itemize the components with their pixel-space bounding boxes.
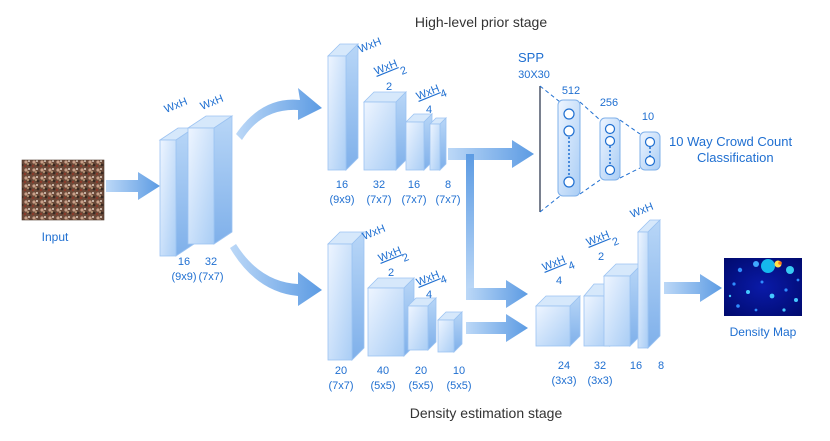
prior-conv-layer-4 (429, 117, 447, 171)
density-l1-channels: 20 (335, 365, 347, 377)
density-l4-channels: 10 (453, 365, 465, 377)
spp-size: 30X30 (518, 69, 550, 81)
shared-l1-channels: 16 (178, 256, 190, 268)
stage-title-bottom: Density estimation stage (410, 405, 563, 421)
prior-l2-kernel: (7x7) (366, 194, 391, 206)
fusion-l1-kernel: (3x3) (551, 375, 576, 387)
density-half-den: 2 (388, 267, 394, 279)
fc-connector-2 (579, 179, 601, 195)
fusion-half-den: 2 (598, 251, 604, 263)
arrow-prior-to-spp (448, 140, 534, 168)
density-l4-kernel: (5x5) (446, 380, 471, 392)
density-conv-layer-4 (437, 311, 463, 353)
fusion-quarter-num: WxH (541, 254, 568, 274)
fc-connector-1 (579, 101, 601, 121)
fusion-wxh: WxH (629, 201, 656, 221)
fusion-quarter-den2: 4 (567, 259, 577, 272)
density-quarter-den: 4 (426, 289, 432, 301)
shared-conv-layer-2 (186, 115, 234, 245)
fc1-label: 512 (562, 85, 580, 97)
fc2-label: 256 (600, 97, 618, 109)
density-quarter-den2: 4 (439, 273, 449, 286)
density-wxh: WxH (361, 223, 388, 243)
fc-connector-4 (619, 167, 641, 179)
classification-line-1: 10 Way Crowd Count (669, 134, 792, 149)
arrow-prior-down-shaft (466, 154, 474, 290)
shared-l2-channels: 32 (205, 256, 217, 268)
density-half-den2: 2 (401, 251, 411, 264)
density-l1-kernel: (7x7) (328, 380, 353, 392)
prior-half-num: WxH (373, 58, 400, 78)
fusion-half-den2: 2 (611, 235, 621, 248)
fc-layer-10 (639, 131, 661, 171)
arrow-fusion-to-output (664, 274, 722, 302)
spp-plane (539, 85, 561, 213)
density-conv-layer-2 (367, 277, 415, 357)
shared-wxh-2: WxH (199, 93, 226, 113)
density-l2-channels: 40 (377, 365, 389, 377)
fusion-l4-channels: 8 (658, 360, 664, 372)
stage-title-top: High-level prior stage (415, 14, 547, 30)
prior-conv-layer-2 (363, 91, 407, 171)
arrow-input-to-shared (106, 172, 160, 200)
prior-wxh: WxH (357, 36, 384, 56)
density-quarter-num: WxH (415, 269, 442, 289)
prior-half-den2: 2 (399, 64, 409, 77)
arrow-prior-to-fusion (466, 280, 528, 308)
fusion-conv-layer-3 (603, 263, 643, 347)
prior-quarter-den: 4 (426, 104, 432, 116)
prior-conv-layer-3 (405, 113, 433, 171)
fusion-l2-kernel: (3x3) (587, 375, 612, 387)
classification-line-2: Classification (697, 150, 774, 165)
density-half-num: WxH (377, 245, 404, 265)
fusion-l1-channels: 24 (558, 360, 570, 372)
prior-quarter-den2: 4 (439, 87, 449, 100)
curved-arrow-to-prior (236, 88, 322, 140)
density-l3-channels: 20 (415, 365, 427, 377)
fc-layer-256 (599, 117, 621, 181)
prior-conv-layer-1 (327, 43, 359, 171)
fc3-label: 10 (642, 111, 654, 123)
shared-wxh-1: WxH (163, 96, 190, 116)
shared-l1-kernel: (9x9) (171, 271, 196, 283)
prior-l3-channels: 16 (408, 179, 420, 191)
density-l3-kernel: (5x5) (408, 380, 433, 392)
prior-l4-kernel: (7x7) (435, 194, 460, 206)
fusion-quarter-den: 4 (556, 275, 562, 287)
density-map-image (724, 258, 802, 316)
fusion-l2-channels: 32 (594, 360, 606, 372)
arrow-density-to-fusion (466, 314, 528, 342)
fusion-conv-layer-4 (637, 219, 661, 349)
density-conv-layer-1 (327, 231, 365, 361)
prior-half-den: 2 (386, 81, 392, 93)
curved-arrow-to-density (230, 244, 322, 306)
input-label: Input (42, 230, 69, 244)
prior-l2-channels: 32 (373, 179, 385, 191)
fc-connector-3 (619, 119, 641, 135)
density-l2-kernel: (5x5) (370, 380, 395, 392)
spp-title: SPP (518, 50, 544, 65)
fusion-l3-channels: 16 (630, 360, 642, 372)
prior-l3-kernel: (7x7) (401, 194, 426, 206)
fusion-half-num: WxH (585, 229, 612, 249)
prior-quarter-num: WxH (415, 83, 442, 103)
prior-l1-channels: 16 (336, 179, 348, 191)
fusion-conv-layer-1 (535, 295, 581, 347)
input-image (21, 159, 105, 221)
density-map-label: Density Map (730, 325, 797, 339)
density-conv-layer-3 (407, 297, 437, 351)
fc-layer-512 (557, 99, 581, 197)
prior-l4-channels: 8 (445, 179, 451, 191)
prior-l1-kernel: (9x9) (329, 194, 354, 206)
shared-l2-kernel: (7x7) (198, 271, 223, 283)
